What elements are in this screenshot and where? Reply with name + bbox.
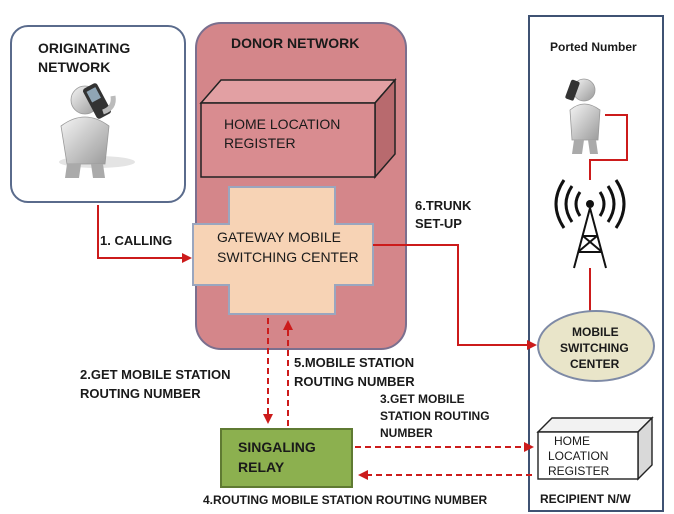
recipient-msc-ellipse <box>537 310 655 382</box>
step-3-label-1: 3.GET MOBILE <box>380 392 465 406</box>
step-6-label-1: 6.TRUNK <box>415 198 472 213</box>
recipient-hlr-box <box>536 416 654 481</box>
gateway-msc-shape <box>192 186 374 315</box>
step-4-label: 4.ROUTING MOBILE STATION ROUTING NUMBER <box>203 493 488 507</box>
recipient-hlr-label-2: LOCATION <box>548 449 609 463</box>
donor-hlr-label-2: REGISTER <box>224 135 296 151</box>
phone-to-tower-line <box>589 114 628 180</box>
originating-title-2: NETWORK <box>38 59 111 75</box>
step-5-label-2: ROUTING NUMBER <box>294 374 415 389</box>
originating-title-1: ORIGINATING <box>38 40 131 56</box>
relay-label-2: RELAY <box>238 459 285 475</box>
recipient-msc-label-3: CENTER <box>570 357 620 371</box>
gateway-msc-label-2: SWITCHING CENTER <box>217 249 359 265</box>
connector-lines <box>97 114 628 480</box>
recipient-hlr-label-3: REGISTER <box>548 464 610 478</box>
ported-number-label: Ported Number <box>550 40 637 54</box>
cell-tower-icon <box>554 179 626 269</box>
step-1-label: 1. CALLING <box>100 233 173 248</box>
recipient-msc-label-2: SWITCHING <box>560 341 629 355</box>
person-on-phone-icon <box>59 83 135 178</box>
calling-arrow <box>97 205 192 263</box>
recipient-hlr-label-1: HOME <box>554 434 590 448</box>
step-3-label-2: STATION ROUTING <box>380 409 490 423</box>
donor-title: DONOR NETWORK <box>231 35 360 51</box>
gateway-msc-label-1: GATEWAY MOBILE <box>217 229 341 245</box>
donor-hlr-label-1: HOME LOCATION <box>224 116 341 132</box>
step-5-label-1: 5.MOBILE STATION <box>294 355 415 370</box>
step-2-label-1: 2.GET MOBILE STATION <box>80 367 231 382</box>
donor-hlr-box <box>199 77 397 180</box>
step-6-label-2: SET-UP <box>415 216 462 231</box>
trunk-setup-arrow <box>373 244 537 350</box>
step-3-label-3: NUMBER <box>380 426 433 440</box>
person-on-phone-icon <box>565 78 601 154</box>
relay-label-1: SINGALING <box>238 439 316 455</box>
signaling-relay-box <box>220 428 353 488</box>
recipient-footer: RECIPIENT N/W <box>540 492 631 506</box>
step-2-label-2: ROUTING NUMBER <box>80 386 201 401</box>
recipient-msc-label-1: MOBILE <box>572 325 619 339</box>
